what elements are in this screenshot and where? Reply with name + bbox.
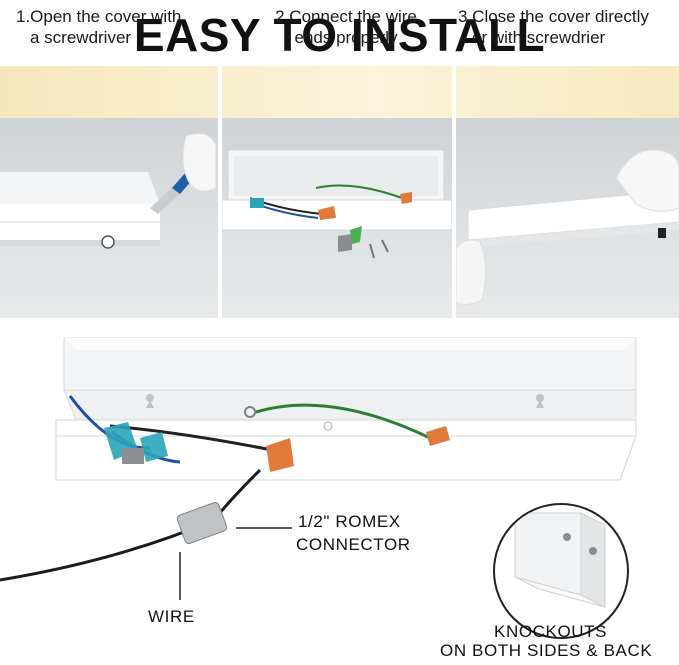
step-1-line2: a screwdriver <box>30 28 132 47</box>
knockout-hole <box>563 533 571 541</box>
romex-label-line1: 1/2" ROMEX <box>298 512 401 531</box>
step-3-photo <box>456 118 679 318</box>
wire-nut <box>266 438 294 472</box>
wire-nut <box>426 426 450 446</box>
fixture-illustration <box>0 320 679 660</box>
step-3-line2: or with screwdrier <box>472 28 606 47</box>
step-1-photo <box>0 118 218 318</box>
panel-divider <box>218 66 222 318</box>
switch-icon <box>658 228 666 238</box>
knockouts-label-line1: KNOCKOUTS <box>494 622 608 641</box>
step-2-line2: ends properly <box>294 28 398 47</box>
step-2-photo <box>222 118 452 318</box>
step-3-line1: 3.Close the cover directly <box>458 7 649 26</box>
knockout-detail-inset <box>493 503 629 639</box>
page-title: EASY TO INSTALL <box>133 9 546 61</box>
step-1-caption: 1.Open the cover with a screwdriver <box>16 0 216 52</box>
steps-banner <box>0 66 679 118</box>
switch-icon <box>101 235 115 249</box>
knockout-hole <box>589 547 597 555</box>
step-2-caption: 2.Connect the wire ends properly <box>238 0 454 52</box>
knockouts-label-line2: ON BOTH SIDES & BACK <box>440 641 653 660</box>
romex-connector <box>176 502 228 544</box>
step-3-caption: 3.Close the cover directly or with screw… <box>458 0 679 52</box>
ground-wire <box>255 403 431 440</box>
step-1-line1: 1.Open the cover with <box>16 7 182 26</box>
panel-divider <box>452 66 456 318</box>
wire-label: WIRE <box>148 607 195 626</box>
step-2-line1: 2.Connect the wire <box>275 7 417 26</box>
romex-label-line2: CONNECTOR <box>296 535 411 554</box>
